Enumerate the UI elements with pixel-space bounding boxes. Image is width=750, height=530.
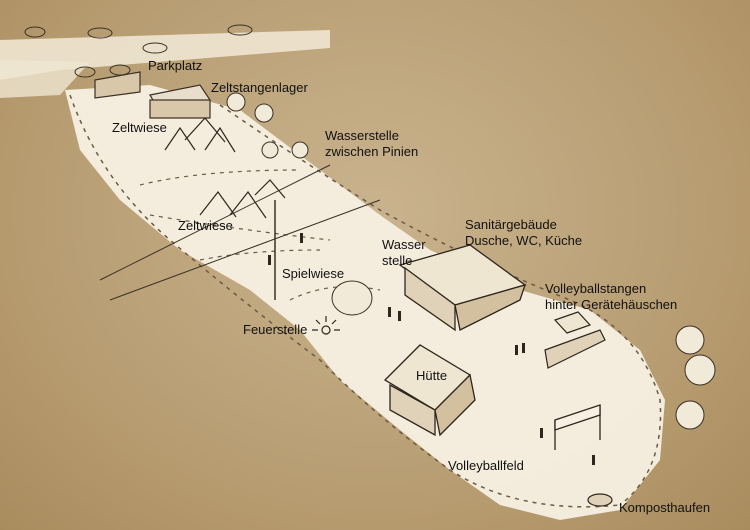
- label-wasserstelle-pinien: Wasserstelle zwischen Pinien: [325, 128, 418, 160]
- label-line: Wasserstelle: [325, 128, 399, 143]
- label-huette: Hütte: [416, 368, 448, 383]
- volleyball-net-icon: [554, 404, 601, 450]
- path-1: [139, 169, 301, 186]
- tent-icon: [199, 179, 286, 219]
- car-icon: [24, 24, 253, 78]
- label-line: stelle: [382, 253, 413, 268]
- label-line: Wasser: [382, 237, 426, 252]
- road-junction: [0, 60, 90, 98]
- label-line: Dusche, WC, Küche: [465, 233, 583, 248]
- compost-icon: [587, 493, 613, 507]
- path-3: [199, 249, 321, 261]
- building-icon: [94, 71, 211, 119]
- label-line: zwischen Pinien: [325, 144, 419, 159]
- building-icon: [383, 344, 476, 437]
- path-2: [149, 214, 331, 241]
- label-wasserstelle: Wasser stelle: [382, 237, 426, 269]
- power-line-2: [109, 199, 381, 301]
- tree-icon: [226, 92, 309, 159]
- label-line: hinter Gerätehäuschen: [545, 297, 678, 312]
- tent-icon: [164, 117, 236, 153]
- building-icon: [544, 311, 606, 369]
- label-volleyballstangen: Volleyballstangen hinter Gerätehäuschen: [545, 281, 677, 313]
- power-line-1: [99, 164, 331, 281]
- label-line: Volleyballstangen: [545, 281, 647, 296]
- label-line: Sanitärgebäude: [465, 217, 557, 232]
- person-icon: [268, 233, 595, 465]
- label-zeltwiese-1: Zeltwiese: [112, 120, 167, 135]
- building-icon: [398, 244, 527, 332]
- label-sanitaergebaeude: Sanitärgebäude Dusche, WC, Küche: [465, 217, 582, 249]
- label-zeltwiese-2: Zeltwiese: [178, 218, 233, 233]
- boundary-left: [69, 94, 621, 508]
- label-feuerstelle: Feuerstelle: [243, 322, 308, 337]
- label-parkplatz: Parkplatz: [148, 58, 203, 73]
- boundary-right: [219, 104, 662, 506]
- label-zeltstangenlager: Zeltstangenlager: [211, 80, 308, 95]
- path-4: [289, 286, 381, 301]
- tree-icon: [331, 280, 716, 430]
- label-komposthaufen: Komposthaufen: [619, 500, 711, 515]
- label-spielwiese: Spielwiese: [282, 266, 345, 281]
- campfire-icon: [312, 316, 340, 335]
- label-volleyballfeld: Volleyballfeld: [448, 458, 524, 473]
